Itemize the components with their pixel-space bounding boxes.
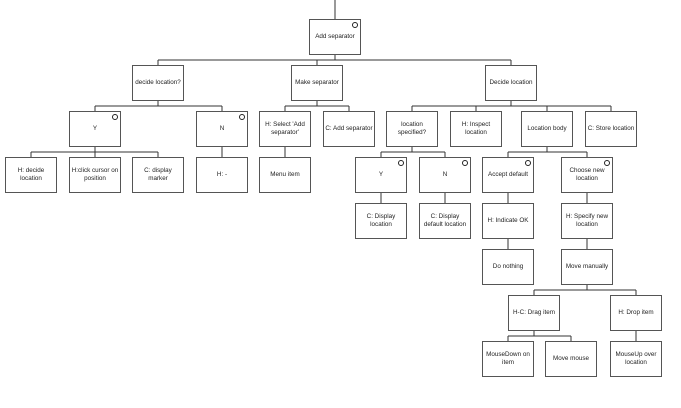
task-node-menu: Menu item <box>259 157 311 193</box>
task-node-n2: N <box>419 157 471 193</box>
task-node-locbody: Location body <box>521 111 573 147</box>
optional-marker-icon <box>525 160 531 166</box>
task-node-label: H: Inspect location <box>461 121 491 136</box>
task-node-label: H: Select 'Add separator' <box>265 121 305 136</box>
task-node-label: H: Drop item <box>618 309 654 316</box>
task-node-cstore: C: Store location <box>585 111 637 147</box>
task-node-label: C: Store location <box>587 125 635 132</box>
task-node-nothing: Do nothing <box>482 249 534 285</box>
task-node-label: H: Indicate OK <box>487 217 529 224</box>
optional-marker-icon <box>352 22 358 28</box>
task-node-label: MouseDown on item <box>486 351 530 366</box>
task-node-label: Y <box>378 171 384 178</box>
task-node-decide-q: decide location? <box>132 65 184 101</box>
task-node-label: H-C: Drag item <box>513 309 555 316</box>
task-node-n1: N <box>196 111 248 147</box>
task-node-label: Menu item <box>270 171 300 178</box>
task-node-mdown: MouseDown on item <box>482 341 534 377</box>
task-node-label: Location body <box>527 125 567 132</box>
task-node-label: Add separator <box>315 33 355 40</box>
task-node-label: Make separator <box>295 79 339 86</box>
task-node-y1: Y <box>69 111 121 147</box>
task-node-hok: H: Indicate OK <box>482 203 534 239</box>
optional-marker-icon <box>239 114 245 120</box>
task-node-root: Add separator <box>309 19 361 55</box>
task-node-label: Do nothing <box>492 263 524 270</box>
task-node-label: Accept default <box>488 171 528 178</box>
task-node-label: Move manually <box>565 263 609 270</box>
task-node-hsel: H: Select 'Add separator' <box>259 111 311 147</box>
task-node-label: N <box>442 171 448 178</box>
task-node-cdisp: C: Display location <box>355 203 407 239</box>
task-node-hdash: H: - <box>196 157 248 193</box>
task-node-cdispdef: C: Display default location <box>419 203 471 239</box>
task-node-label: H: Specify new location <box>566 213 608 228</box>
task-node-label: decide location? <box>135 79 181 86</box>
task-node-locspec: location specified? <box>386 111 438 147</box>
task-node-make: Make separator <box>291 65 343 101</box>
task-node-hdec: H: decide location <box>5 157 57 193</box>
optional-marker-icon <box>604 160 610 166</box>
task-node-mmove: Move mouse <box>545 341 597 377</box>
task-node-hclick: H:click cursor on position <box>69 157 121 193</box>
task-node-label: H: - <box>216 171 228 178</box>
task-node-hspec: H: Specify new location <box>561 203 613 239</box>
task-node-choose: Choose new location <box>561 157 613 193</box>
optional-marker-icon <box>462 160 468 166</box>
task-node-label: Decide location <box>489 79 533 86</box>
task-node-hinsp: H: Inspect location <box>450 111 502 147</box>
task-node-label: C: Add separator <box>325 125 373 132</box>
task-node-y2: Y <box>355 157 407 193</box>
task-node-cmark: C: display marker <box>132 157 184 193</box>
task-node-mup: MouseUp over location <box>610 341 662 377</box>
task-node-label: location specified? <box>397 121 427 136</box>
task-node-label: MouseUp over location <box>615 351 657 366</box>
optional-marker-icon <box>398 160 404 166</box>
task-node-label: H: decide location <box>17 167 45 182</box>
task-node-label: N <box>219 125 225 132</box>
task-node-accept: Accept default <box>482 157 534 193</box>
task-node-label: C: Display default location <box>423 213 467 228</box>
task-node-drag: H-C: Drag item <box>508 295 560 331</box>
task-node-label: C: display marker <box>144 167 172 182</box>
task-node-label: H:click cursor on position <box>71 167 119 182</box>
task-node-label: C: Display location <box>366 213 396 228</box>
task-node-label: Move mouse <box>552 355 590 362</box>
task-node-decide: Decide location <box>485 65 537 101</box>
task-node-manual: Move manually <box>561 249 613 285</box>
task-node-label: Choose new location <box>569 167 605 182</box>
task-node-drop: H: Drop item <box>610 295 662 331</box>
task-node-cadd: C: Add separator <box>323 111 375 147</box>
optional-marker-icon <box>112 114 118 120</box>
task-node-label: Y <box>92 125 98 132</box>
